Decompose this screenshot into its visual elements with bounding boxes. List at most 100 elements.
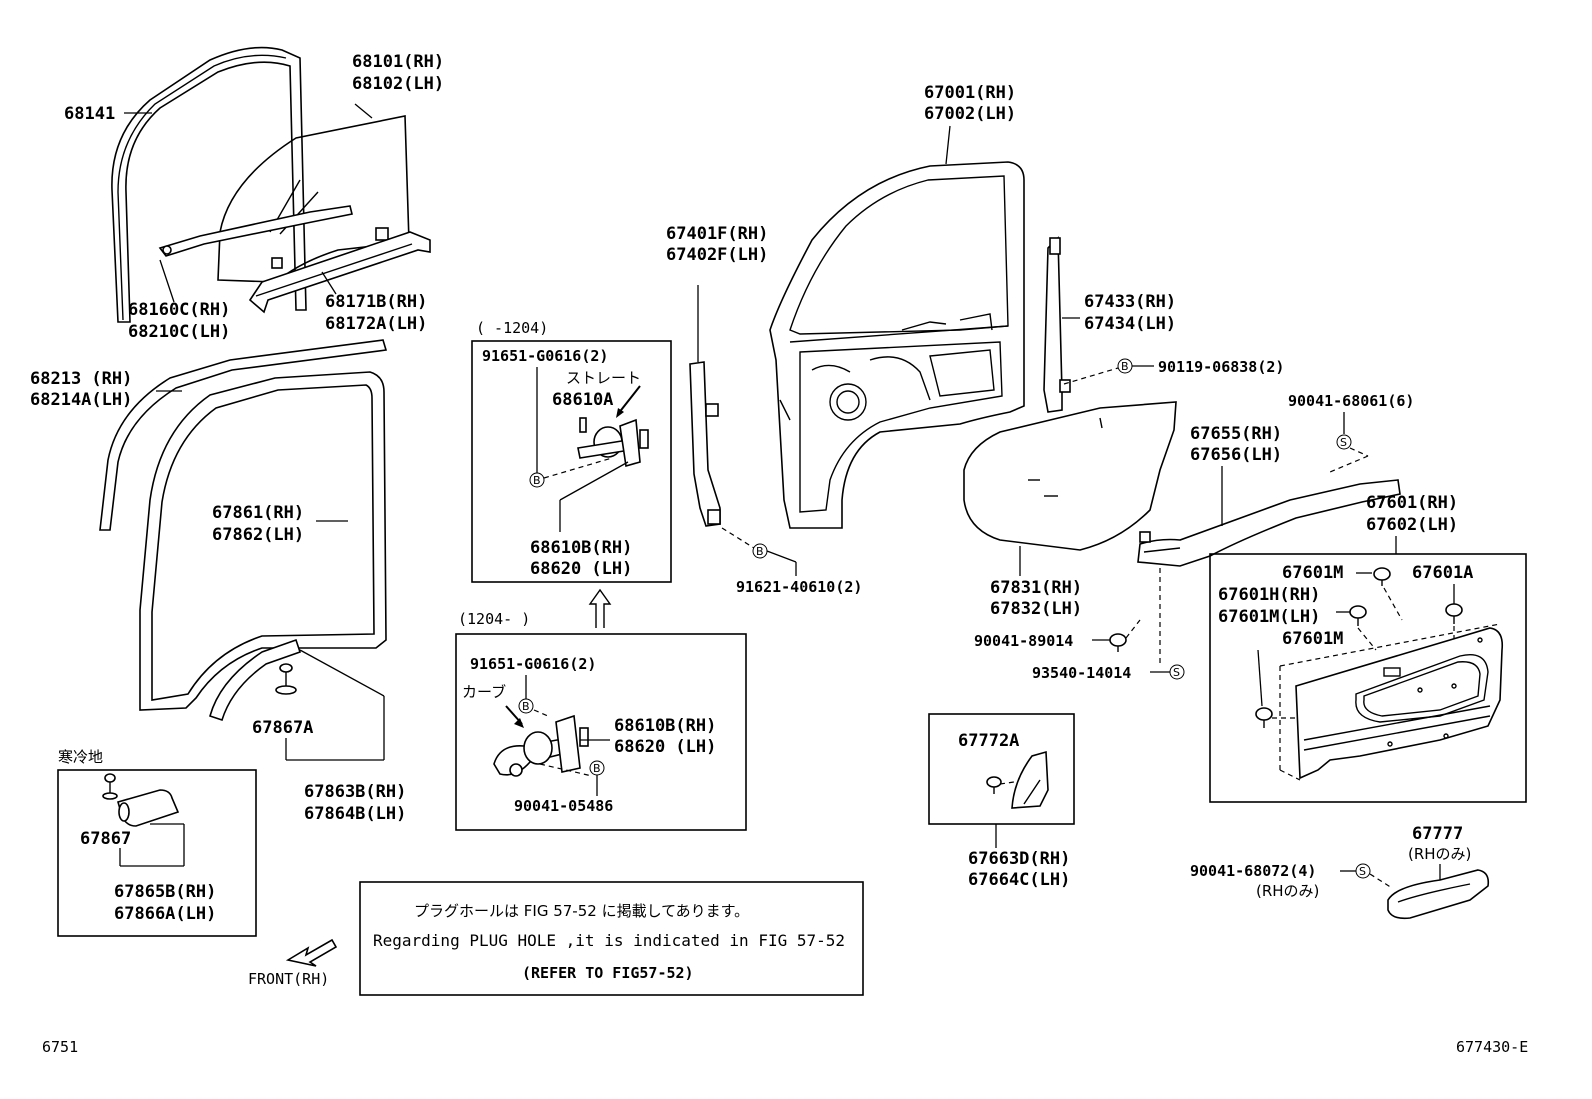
label-67601h: 67601H(RH)	[1218, 585, 1320, 605]
upper-box-part-b: 68610B(RH)	[530, 538, 632, 558]
glass-channel-68160c	[158, 205, 389, 257]
label-67862: 67862(LH)	[212, 525, 304, 545]
note-en: Regarding PLUG HOLE ,it is indicated in …	[373, 931, 845, 950]
note-jp: プラグホールは FIG 57-52 に掲載してあります。	[414, 902, 749, 920]
lower-box-range: (1204- )	[458, 610, 530, 628]
label-67655: 67655(RH)	[1190, 424, 1282, 444]
label-90119: 90119-06838(2)	[1158, 358, 1284, 376]
door-weatherstrip-67861	[139, 371, 387, 711]
garnish-67663d	[1011, 750, 1049, 809]
rh-only-2: (RHのみ)	[1256, 882, 1319, 900]
armrest-67655	[1137, 479, 1401, 567]
upper-box-screw: 91651-G0616(2)	[482, 347, 608, 365]
upper-box	[471, 340, 672, 583]
marker-s-kick	[1355, 863, 1371, 879]
door-trim-box	[1209, 553, 1527, 803]
label-67401f: 67401F(RH)	[666, 224, 768, 244]
label-68172a: 68172A(LH)	[325, 314, 427, 334]
door-sash-67401f	[689, 361, 721, 527]
label-67656: 67656(LH)	[1190, 445, 1282, 465]
front-label: FRONT(RH)	[248, 970, 329, 988]
label-67861: 67861(RH)	[212, 503, 304, 523]
label-68160c: 68160C(RH)	[128, 300, 230, 320]
lower-box-bolt: 90041-05486	[514, 797, 613, 815]
clip-67867a	[275, 663, 297, 695]
run-channel-68141	[111, 46, 307, 323]
label-67863b: 67863B(RH)	[304, 782, 406, 802]
label-67433: 67433(RH)	[1084, 292, 1176, 312]
label-67772a: 67772A	[958, 731, 1019, 751]
lower-box-screw: 91651-G0616(2)	[470, 655, 596, 673]
label-68141: 68141	[64, 104, 115, 124]
rh-only-1: (RHのみ)	[1408, 845, 1471, 863]
clip-67601h	[1349, 605, 1367, 626]
lower-box-part-b: 68610B(RH)	[614, 716, 716, 736]
label-67002: 67002(LH)	[924, 104, 1016, 124]
marker-s-armrest	[1169, 664, 1185, 680]
clip-90041-89014	[1109, 633, 1127, 652]
marker-b-upper	[529, 472, 545, 488]
label-67601m-lh: 67601M(LH)	[1218, 607, 1320, 627]
garnish-box	[928, 713, 1075, 825]
lower-box-part-c: 68620 (LH)	[614, 737, 716, 757]
label-67434: 67434(LH)	[1084, 314, 1176, 334]
label-67601m-a: 67601M	[1282, 563, 1343, 583]
svg-text:B: B	[1121, 360, 1129, 373]
upper-box-straight: ストレート	[566, 369, 641, 387]
lower-box-curve: カーブ	[462, 683, 506, 701]
label-67865b: 67865B(RH)	[114, 882, 216, 902]
svg-text:B: B	[756, 545, 764, 558]
label-68210c: 68210C(LH)	[128, 322, 230, 342]
label-93540: 93540-14014	[1032, 664, 1131, 682]
lower-box	[455, 633, 747, 831]
label-67867a: 67867A	[252, 718, 313, 738]
svg-text:S: S	[1340, 436, 1347, 449]
service-hole-cover-67831	[963, 401, 1177, 551]
svg-text:B: B	[593, 762, 601, 775]
label-68214a: 68214A(LH)	[30, 390, 132, 410]
label-90041-89014: 90041-89014	[974, 632, 1073, 650]
label-67602: 67602(LH)	[1366, 515, 1458, 535]
label-67866a: 67866A(LH)	[114, 904, 216, 924]
svg-text:S: S	[1173, 666, 1180, 679]
clip-67601m-b	[1255, 707, 1273, 728]
door-panel-67001	[769, 161, 1025, 529]
label-67663d: 67663D(RH)	[968, 849, 1070, 869]
label-91621: 91621-40610(2)	[736, 578, 862, 596]
label-67664c: 67664C(LH)	[968, 870, 1070, 890]
marker-b-lower-1	[518, 698, 534, 714]
up-arrow-icon	[588, 588, 612, 628]
label-67832: 67832(LH)	[990, 599, 1082, 619]
svg-text:S: S	[1359, 865, 1366, 878]
door-sash-67433	[1043, 236, 1071, 413]
label-68171b: 68171B(RH)	[325, 292, 427, 312]
upper-box-range: ( -1204)	[476, 319, 548, 337]
upper-box-part-c: 68620 (LH)	[530, 559, 632, 579]
note-refer: (REFER TO FIG57-52)	[522, 964, 694, 982]
label-67864b: 67864B(LH)	[304, 804, 406, 824]
label-67777: 67777	[1412, 824, 1463, 844]
label-90041-68072: 90041-68072(4)	[1190, 862, 1316, 880]
door-weatherstrip-68213	[99, 339, 388, 531]
label-67867: 67867	[80, 829, 131, 849]
label-67402f: 67402F(LH)	[666, 245, 768, 265]
upper-box-part-a: 68610A	[552, 390, 613, 410]
svg-text:B: B	[522, 700, 530, 713]
front-arrow-icon	[285, 938, 338, 967]
lower-seal-67863b	[209, 638, 302, 722]
label-68213: 68213 (RH)	[30, 369, 132, 389]
door-check-curve	[493, 714, 589, 777]
clip-67601m-a	[1373, 567, 1391, 586]
page-code: 6751	[42, 1038, 78, 1056]
label-67601: 67601(RH)	[1366, 493, 1458, 513]
label-68102: 68102(LH)	[352, 74, 444, 94]
door-check-straight	[577, 417, 649, 468]
figure-code: 677430-E	[1456, 1038, 1528, 1056]
clip-67867	[102, 773, 180, 827]
clip-67601a	[1445, 603, 1463, 624]
label-67001: 67001(RH)	[924, 83, 1016, 103]
note-box	[359, 881, 864, 996]
label-90041-68061: 90041-68061(6)	[1288, 392, 1414, 410]
label-68101: 68101(RH)	[352, 52, 444, 72]
